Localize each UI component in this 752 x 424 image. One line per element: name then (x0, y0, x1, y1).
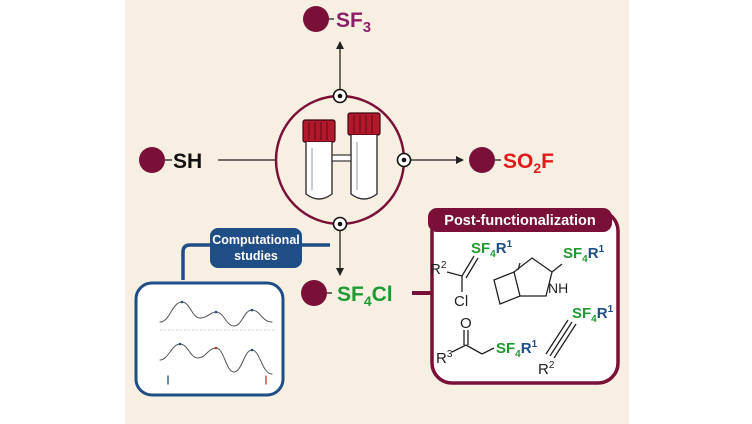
alkyne-r2: R2 (538, 360, 555, 378)
post-functionalization-title: Post-functionalization (444, 213, 595, 229)
ketone-r3: R3 (436, 349, 453, 367)
energy-profile-plot (159, 300, 275, 385)
sf3-label: SF3 (336, 9, 371, 36)
vinyl-r2: R2 (430, 260, 447, 278)
substrate-dot-sh (139, 147, 165, 173)
post-functionalization-header (428, 208, 612, 232)
vinyl-sf4r1: SF4R1 (471, 239, 513, 260)
indole-structure (493, 257, 563, 305)
test-tube-pair-icon (302, 112, 381, 200)
alkyne-structure (545, 319, 577, 359)
computational-label-line1: Computational (212, 233, 300, 247)
substrate-dot-so2f (469, 147, 495, 173)
target-icon-right (396, 152, 412, 168)
ketone-o: O (460, 315, 472, 332)
indole-nh: NH (548, 280, 568, 296)
vinyl-cl: Cl (454, 293, 468, 310)
computational-studies-badge (210, 228, 302, 268)
computational-connector (181, 243, 330, 280)
ketone-structure (451, 330, 495, 355)
energy-profile-box (134, 281, 285, 397)
alkyne-sf4r1: SF4R1 (572, 304, 614, 325)
vinyl-chloride-structure (446, 255, 479, 292)
ketone-sf4r1: SF4R1 (496, 339, 538, 360)
so2f-label: SO2F (503, 150, 554, 176)
target-icon-bottom (332, 216, 348, 232)
sf4cl-label: SF4Cl (337, 283, 393, 309)
target-icon-top (332, 88, 348, 104)
computational-label-line2: studies (234, 249, 278, 263)
substrate-dot-sf4cl (301, 280, 327, 306)
sh-label: SH (173, 150, 202, 173)
substrate-dot-sf3 (303, 6, 329, 32)
indole-sf4r1: SF4R1 (563, 244, 605, 265)
